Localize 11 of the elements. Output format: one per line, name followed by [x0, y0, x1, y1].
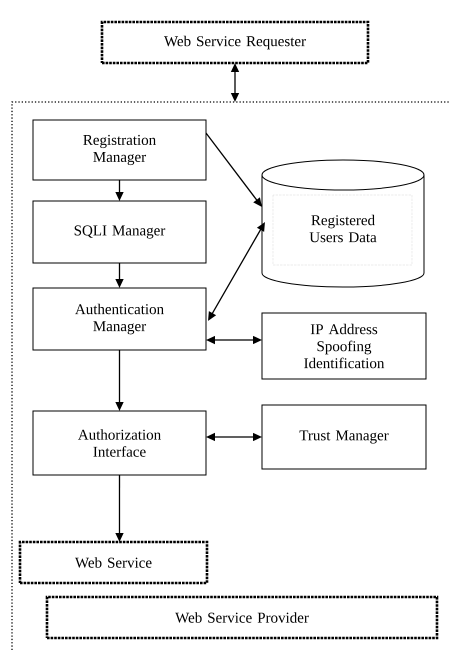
process-box: Trust Manager: [262, 404, 426, 470]
process-box: Authentication Manager: [32, 288, 206, 350]
process-box: Registration Manager: [32, 120, 206, 180]
provider-region: [11, 101, 449, 650]
process-box: Authorization Interface: [32, 410, 206, 476]
dashed-box: Web Service Provider: [46, 596, 438, 640]
process-box: IP Address Spoofing Identification: [262, 312, 426, 380]
process-box: SQLI Manager: [32, 200, 206, 264]
dashed-box: Web Service: [18, 540, 208, 584]
database-cylinder: Registered Users Data: [262, 160, 424, 288]
dashed-box: Web Service Requester: [100, 20, 370, 64]
